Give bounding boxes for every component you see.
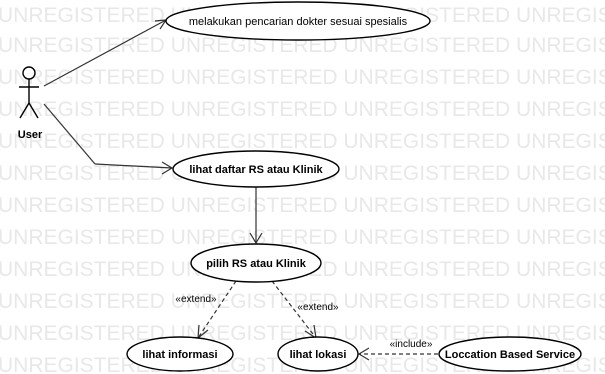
include-label-lbs: «include»: [390, 339, 433, 350]
watermark-row: UNREGISTERED UNREGISTERED UNREGISTERED U…: [0, 66, 605, 89]
use-case-label: melakukan pencarian dokter sesuai spesia…: [189, 16, 408, 28]
extend-line-informasi: [197, 280, 237, 339]
association-line-cari-dokter: [43, 19, 167, 87]
watermark-row: UNREGISTERED UNREGISTERED UNREGISTERED U…: [0, 194, 605, 217]
use-case-lihat-lokasi[interactable]: lihat lokasi: [277, 336, 359, 372]
watermark-row: UNREGISTERED UNREGISTERED UNREGISTERED U…: [0, 34, 605, 57]
flow-arrowhead-daftar-to-pilih: [249, 232, 263, 245]
use-case-label: lihat lokasi: [290, 349, 347, 361]
use-case-ellipse: [172, 150, 340, 188]
actor-user[interactable]: User: [18, 66, 43, 141]
actor-label: User: [18, 129, 43, 141]
use-case-ellipse: [190, 243, 322, 283]
use-case-label: lihat daftar RS atau Klinik: [189, 164, 323, 176]
use-case-ellipse: [438, 336, 582, 372]
actor-head: [22, 66, 36, 80]
use-case-lihat-daftar[interactable]: lihat daftar RS atau Klinik: [172, 150, 340, 188]
use-case-location-based-service[interactable]: Loccation Based Service: [438, 336, 582, 372]
use-case-ellipse: [126, 336, 234, 372]
extend-label-informasi: «extend»: [175, 294, 217, 305]
use-case-cari-dokter[interactable]: melakukan pencarian dokter sesuai spesia…: [165, 1, 431, 41]
actor-left-leg: [19, 102, 30, 119]
actor-right-leg: [28, 102, 39, 119]
association-arrowhead-lihat-daftar: [161, 161, 174, 175]
use-case-label: lihat informasi: [142, 349, 217, 361]
association-line-lihat-daftar-2: [94, 163, 173, 169]
watermark: UNREGISTERED UNREGISTERED UNREGISTERED U…: [0, 4, 605, 374]
use-case-label: Loccation Based Service: [445, 349, 575, 361]
watermark-row: UNREGISTERED UNREGISTERED UNREGISTERED U…: [0, 226, 605, 249]
use-case-lihat-informasi[interactable]: lihat informasi: [126, 336, 234, 372]
use-case-pilih-rs[interactable]: pilih RS atau Klinik: [190, 243, 322, 283]
association-line-lihat-daftar: [43, 103, 96, 165]
extend-label-lokasi: «extend»: [297, 302, 339, 313]
use-case-ellipse: [277, 336, 359, 372]
use-case-ellipse: [165, 1, 431, 41]
watermark-row: UNREGISTERED UNREGISTERED UNREGISTERED U…: [0, 290, 605, 313]
use-case-label: pilih RS atau Klinik: [206, 258, 307, 270]
extend-line-lokasi: [271, 280, 317, 339]
watermark-row: UNREGISTERED UNREGISTERED UNREGISTERED U…: [0, 130, 605, 153]
watermark-row: UNREGISTERED UNREGISTERED UNREGISTERED U…: [0, 98, 605, 121]
include-arrowhead-lbs: [357, 347, 370, 361]
